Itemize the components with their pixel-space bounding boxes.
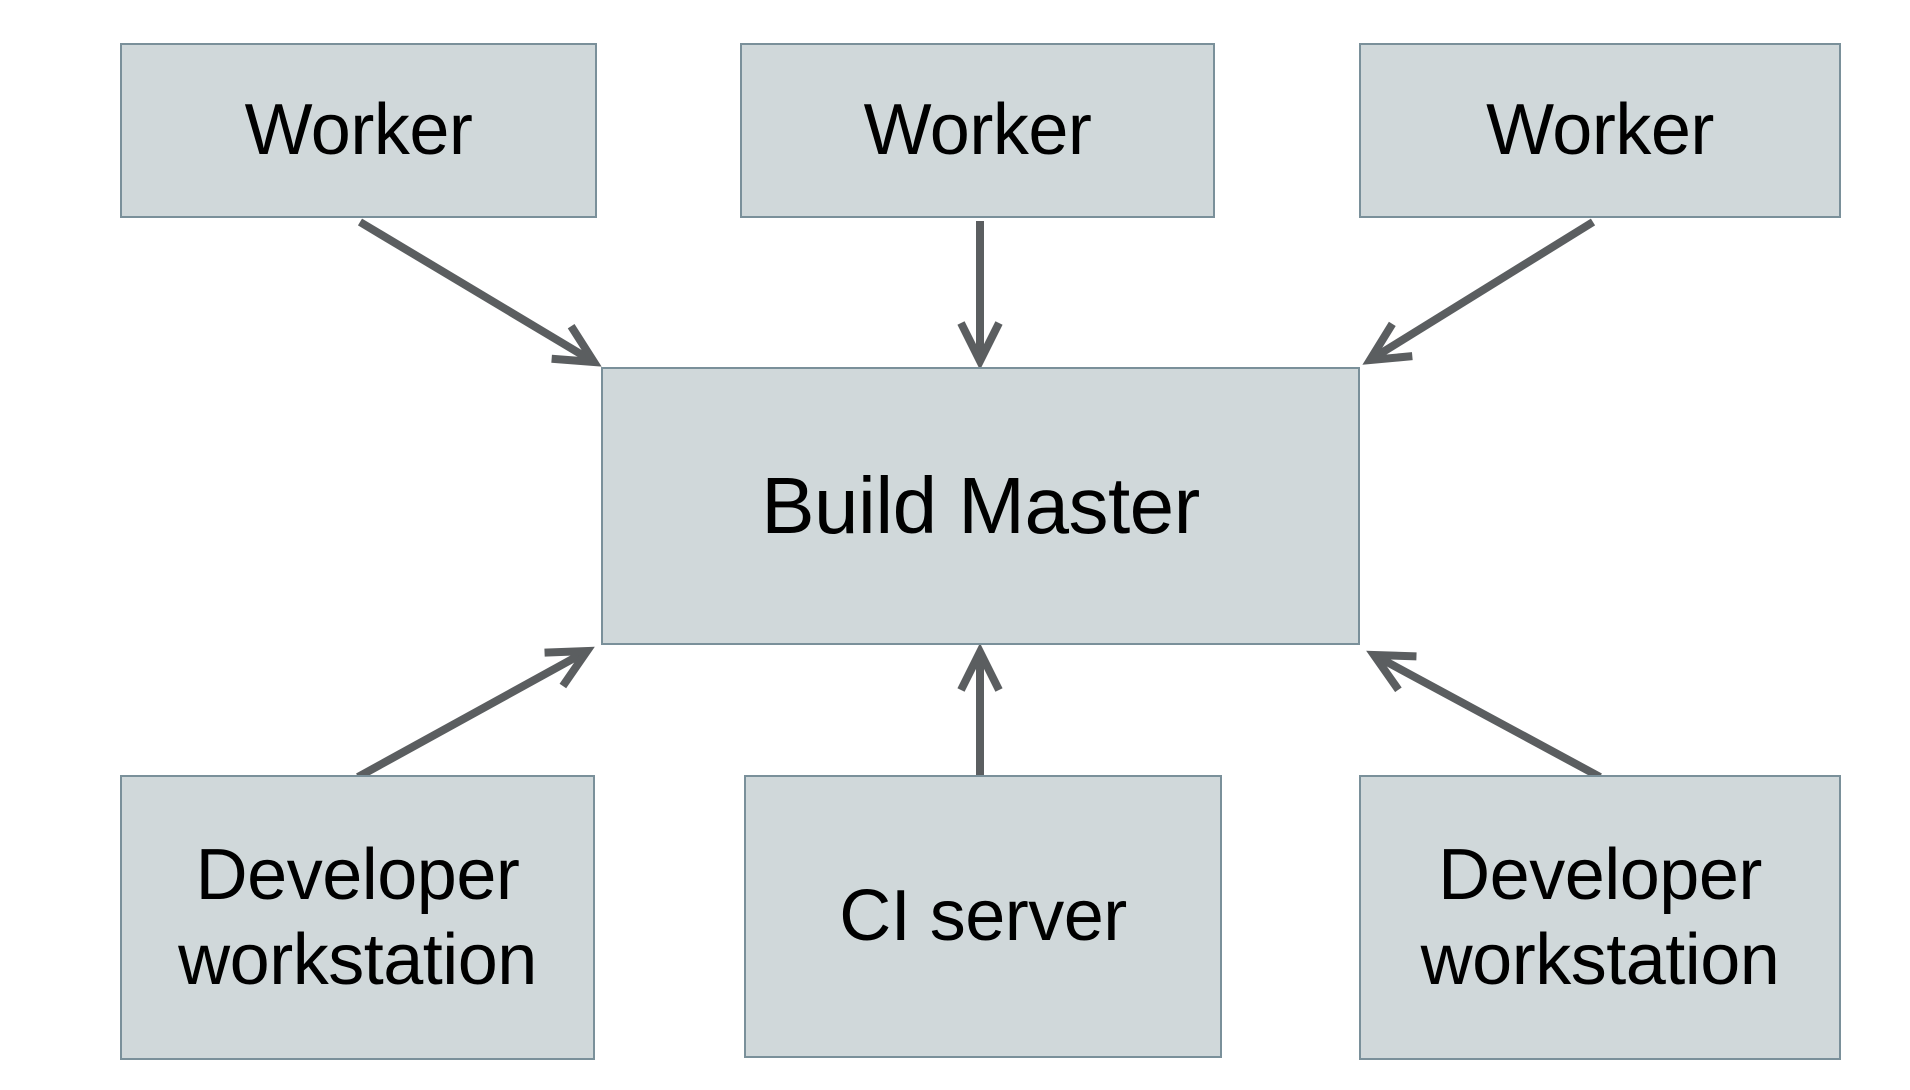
node-build-master-label: Build Master: [761, 460, 1200, 550]
node-worker-1: Worker: [120, 43, 597, 218]
arrow-worker-1-to-build-master: [357, 218, 602, 367]
node-worker-2-label: Worker: [863, 90, 1092, 171]
node-worker-2: Worker: [740, 43, 1215, 218]
arrow-dev-workstation-2-to-build-master: [1366, 650, 1602, 781]
arrow-worker-3-to-build-master: [1362, 218, 1596, 365]
node-dev-workstation-1: Developer workstation: [120, 775, 595, 1060]
arrow-dev-workstation-1-to-build-master: [356, 646, 595, 781]
node-ci-server: CI server: [744, 775, 1222, 1058]
node-dev-workstation-1-label: Developer workstation: [178, 834, 537, 1000]
node-worker-3-label: Worker: [1486, 90, 1714, 171]
node-build-master: Build Master: [601, 367, 1360, 645]
node-worker-1-label: Worker: [244, 90, 473, 171]
node-dev-workstation-2-label: Developer workstation: [1420, 834, 1780, 1000]
node-ci-server-label: CI server: [839, 876, 1127, 957]
node-dev-workstation-2: Developer workstation: [1359, 775, 1841, 1060]
node-worker-3: Worker: [1359, 43, 1841, 218]
